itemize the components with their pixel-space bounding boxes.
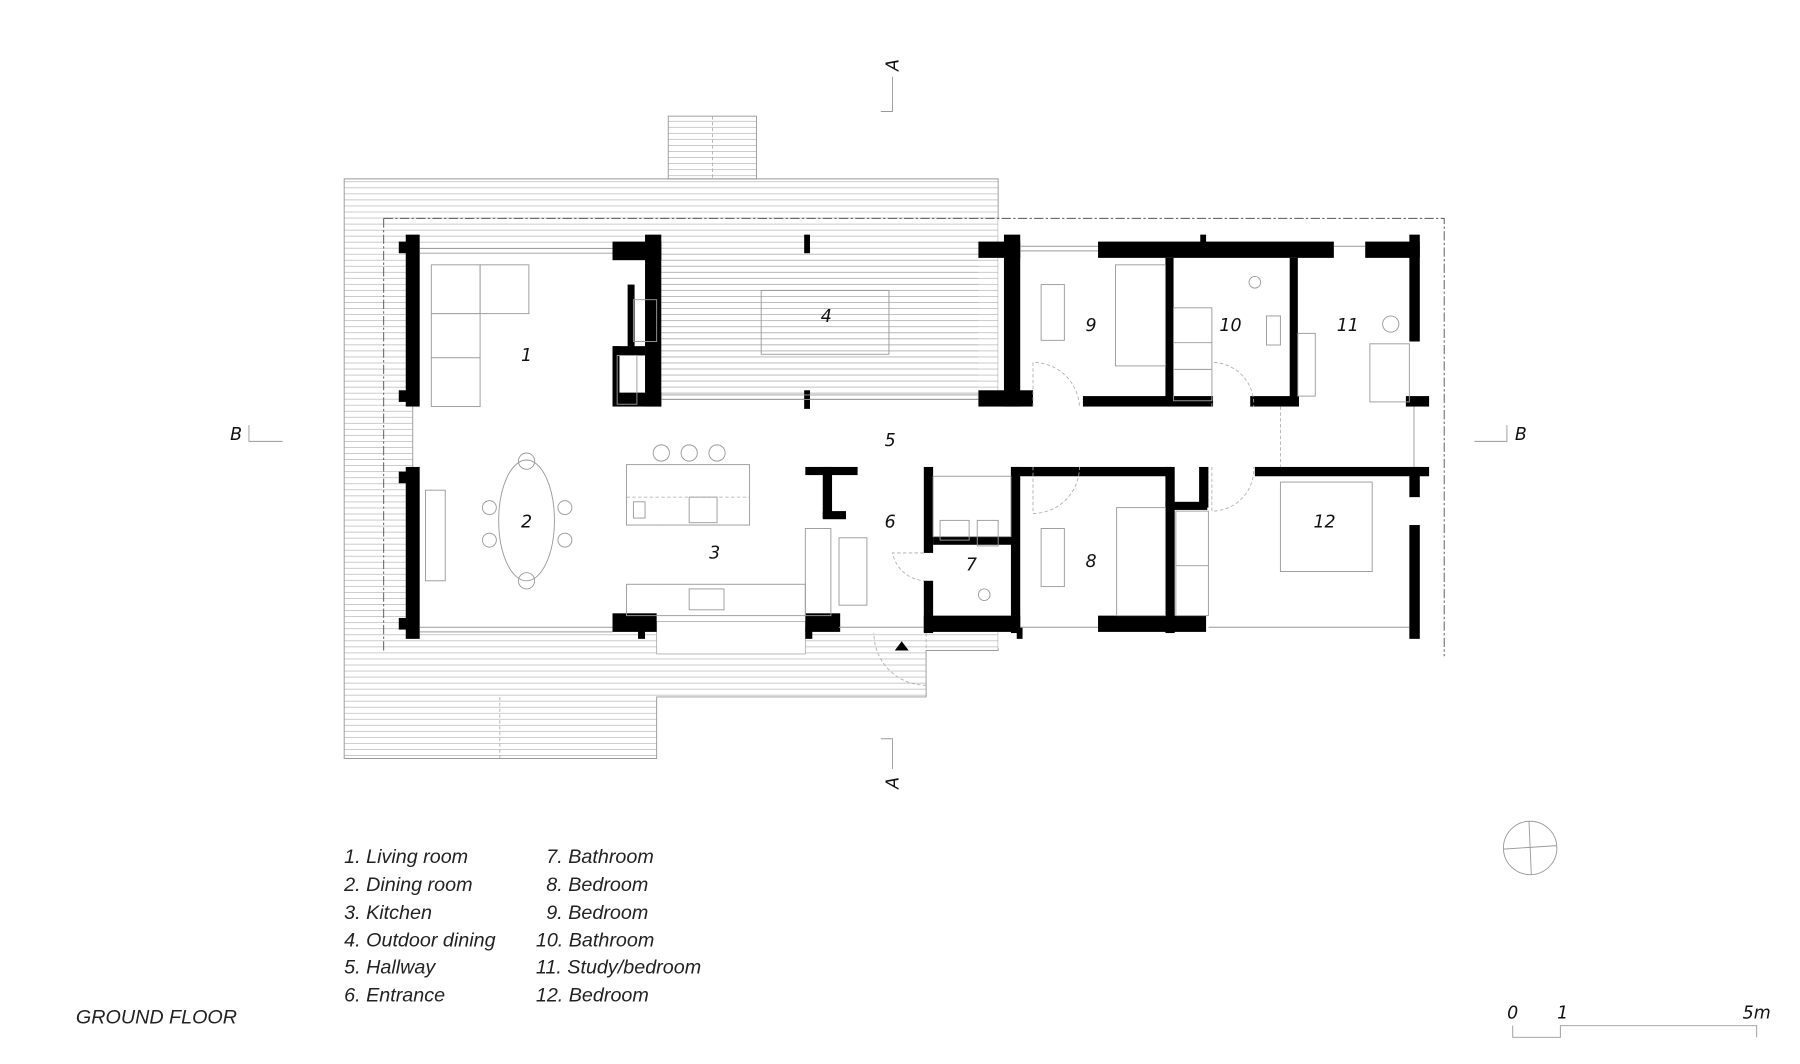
section-a-bottom: A: [883, 777, 903, 790]
room-number: 6: [885, 512, 896, 532]
room-number: 5: [885, 431, 896, 451]
room-number: 4: [821, 307, 832, 327]
windows: [412, 245, 1415, 633]
room-number: 7: [966, 555, 977, 575]
legend-item: 3. Kitchen: [344, 902, 432, 924]
bed: [1115, 264, 1166, 367]
legend-item: 11. Study/bedroom: [536, 956, 701, 978]
interior: [412, 218, 1428, 655]
door-swings: [873, 362, 1281, 686]
legend-item: 6. Entrance: [344, 984, 445, 1006]
bed: [1279, 481, 1373, 572]
room-number: 2: [521, 512, 532, 532]
scale-bar: 0 1 5m: [1507, 1004, 1771, 1038]
room-number: 1: [521, 346, 532, 366]
section-b-right: B: [1515, 425, 1527, 445]
north-arrow-icon: [1502, 820, 1558, 876]
roof-outline: [383, 217, 1445, 657]
sofa: [430, 264, 481, 408]
furniture: [425, 264, 1410, 617]
section-b-left: B: [230, 425, 242, 445]
room-numbers: 1 2 3 4 5 6 7 8 9 10 11 12: [521, 307, 1359, 576]
section-markers: A A B B: [230, 59, 1527, 790]
legend-item: 7. Bathroom: [546, 846, 654, 868]
scale-label: 1: [1557, 1004, 1568, 1024]
legend-item: 12. Bedroom: [536, 984, 649, 1006]
dining-table: [498, 459, 555, 582]
legend-item: 2. Dining room: [343, 874, 472, 896]
room-number: 10: [1219, 316, 1241, 336]
room-number: 8: [1086, 552, 1097, 572]
room-number: 9: [1086, 316, 1097, 336]
legend-item: 10. Bathroom: [536, 930, 654, 952]
section-a-top: A: [883, 59, 903, 72]
scale-label: 5m: [1743, 1004, 1771, 1024]
legend-item: 1. Living room: [344, 846, 468, 868]
outdoor-table: [760, 289, 890, 355]
room-number: 11: [1337, 316, 1359, 336]
room-legend: 1. Living room 2. Dining room 3. Kitchen…: [343, 846, 701, 1006]
legend-item: 4. Outdoor dining: [344, 930, 495, 952]
room-number: 3: [709, 544, 720, 564]
drawing-title: GROUND FLOOR: [76, 1006, 237, 1028]
legend-item: 9. Bedroom: [546, 902, 648, 924]
room-number: 12: [1313, 512, 1335, 532]
walls: [398, 234, 1430, 639]
stool: [652, 444, 670, 462]
entrance-arrow-icon: [894, 641, 909, 651]
legend-item: 8. Bedroom: [546, 874, 648, 896]
scale-label: 0: [1507, 1004, 1518, 1024]
legend-item: 5. Hallway: [344, 956, 436, 978]
